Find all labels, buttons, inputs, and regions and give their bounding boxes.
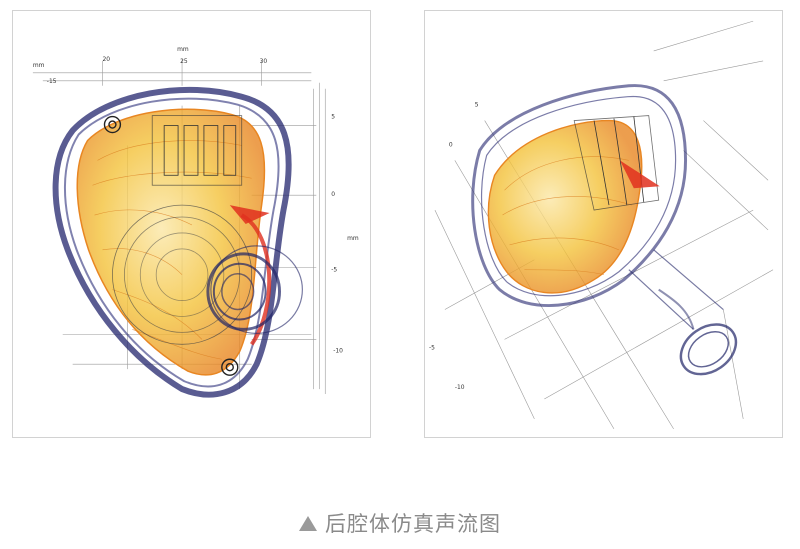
- flow-streamlines: [92, 140, 252, 360]
- top-axis-labels: mm mm -15 20 25 30: [33, 46, 268, 85]
- top-tick: 20: [102, 56, 110, 63]
- sound-nozzle: [628, 249, 738, 376]
- left-tick: 0: [449, 141, 453, 148]
- screw-holes: [103, 115, 239, 376]
- armature-block: [573, 115, 660, 211]
- top-tick: -15: [47, 78, 57, 85]
- left-tick: -5: [429, 344, 435, 351]
- acoustic-flow-field: [487, 119, 643, 294]
- triangle-up-icon: [299, 515, 317, 531]
- front-view-diagram: mm mm -15 20 25 30 5 0 mm -5 -10: [32, 46, 359, 398]
- side-unit-label: mm: [347, 235, 359, 242]
- top-unit-label: mm: [33, 62, 45, 69]
- figure-caption: 后腔体仿真声流图: [0, 508, 800, 538]
- right-tick: 5: [331, 114, 335, 121]
- flow-streamlines: [502, 156, 632, 276]
- sound-nozzle: [206, 245, 303, 334]
- isometric-view-panel: 5 0 -5 -10: [424, 10, 783, 438]
- front-view-panel: mm mm -15 20 25 30 5 0 mm -5 -10: [12, 10, 371, 438]
- driver-unit: [112, 204, 272, 346]
- high-velocity-region: [619, 160, 660, 189]
- right-axis-labels: 5 0 mm -5 -10: [331, 114, 359, 355]
- top-unit-label-2: mm: [177, 46, 189, 53]
- left-tick: -10: [455, 384, 465, 391]
- top-tick: 30: [260, 58, 268, 65]
- earphone-housing: [471, 84, 688, 308]
- armature-block: [151, 115, 243, 186]
- earphone-housing: [52, 86, 292, 398]
- caption-text: 后腔体仿真声流图: [325, 512, 501, 536]
- left-tick: 5: [475, 102, 479, 109]
- high-velocity-region: [229, 205, 270, 224]
- right-tick: -10: [333, 347, 343, 354]
- isometric-view-diagram: 5 0 -5 -10: [429, 20, 774, 430]
- acoustic-flow-field: [76, 108, 266, 376]
- top-tick: 25: [180, 58, 188, 65]
- right-tick: -5: [331, 267, 337, 274]
- left-axis-labels: 5 0 -5 -10: [429, 102, 479, 391]
- right-tick: 0: [331, 191, 335, 198]
